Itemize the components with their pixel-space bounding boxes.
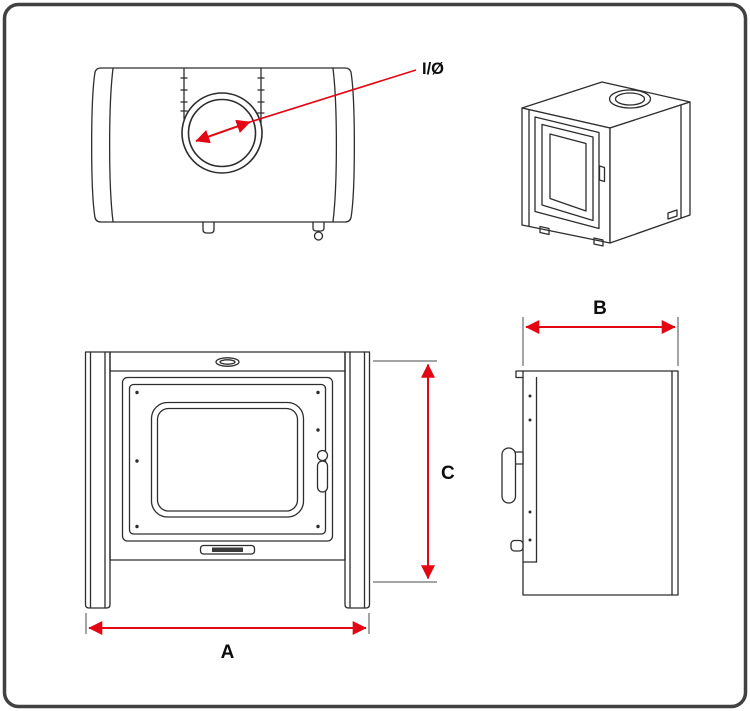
brand-badge-inner xyxy=(219,359,236,365)
iso-flue-inner xyxy=(614,92,646,106)
front-door-outer-frame xyxy=(121,376,334,542)
front-right-leg xyxy=(344,351,371,609)
iso-door-glass xyxy=(549,133,587,212)
flue-diameter-label: I/Ø xyxy=(422,60,444,78)
dimension-c-label: C xyxy=(441,463,455,484)
iso-door-inner-frame xyxy=(541,123,594,222)
front-air-vent-slot xyxy=(199,544,256,555)
front-left-leg xyxy=(84,351,111,609)
front-glass-outer xyxy=(150,401,305,518)
front-body-outline xyxy=(109,351,346,561)
front-door-screws xyxy=(135,390,320,529)
iso-feet xyxy=(539,209,678,247)
side-door-handle xyxy=(501,447,517,504)
iso-right-face xyxy=(609,101,691,244)
side-body-outline xyxy=(515,370,679,596)
flue-diameter-arrow xyxy=(195,119,251,144)
iso-door-outer-frame xyxy=(534,116,600,230)
front-door-handle-knob xyxy=(316,449,329,462)
dimension-b: B xyxy=(522,298,679,366)
dimension-a: A xyxy=(85,613,370,663)
front-air-vent-slider xyxy=(212,547,243,552)
flue-outlet-inner-ring xyxy=(187,98,257,168)
dimension-b-label: B xyxy=(593,298,607,319)
flue-diameter-annotation: I/Ø xyxy=(195,60,444,144)
top-view-body-outline xyxy=(91,67,355,223)
flue-mount-screws xyxy=(180,77,265,114)
top-view-feet xyxy=(202,221,325,241)
iso-door-handle xyxy=(598,165,606,183)
dimension-a-label: A xyxy=(221,642,235,663)
front-glass-inner xyxy=(156,407,299,512)
top-view-right-panel-seam xyxy=(332,67,338,223)
dimension-c: C xyxy=(373,360,455,583)
flue-leader-line xyxy=(249,69,417,123)
front-view-drawing xyxy=(84,351,371,609)
top-view-left-panel-seam xyxy=(108,67,114,223)
front-door-handle-body xyxy=(316,460,329,493)
side-screws xyxy=(528,394,532,542)
isometric-view-drawing xyxy=(521,81,691,247)
side-vent-knob xyxy=(510,539,524,552)
side-view-drawing xyxy=(501,370,679,596)
brand-badge-outer xyxy=(215,357,240,367)
